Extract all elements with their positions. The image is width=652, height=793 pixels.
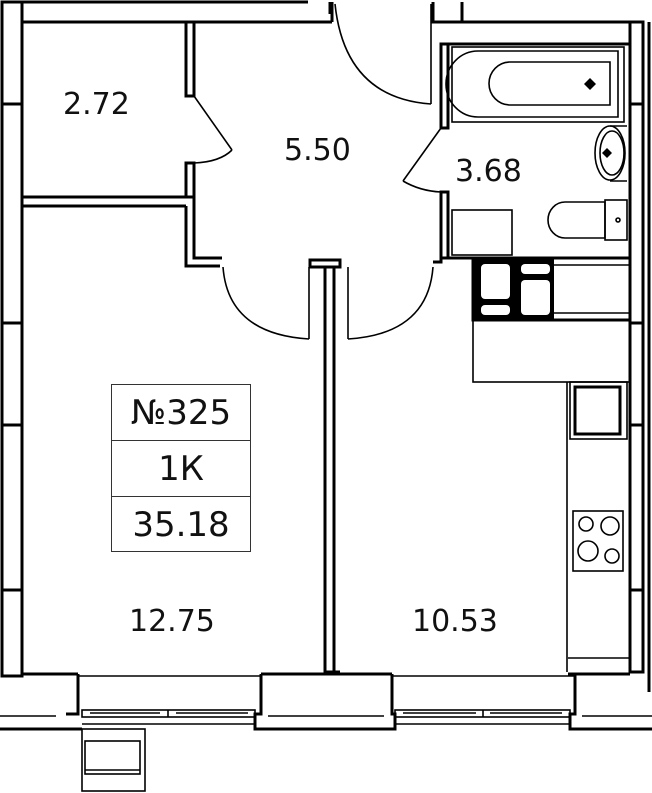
- apartment-number: №325: [112, 385, 250, 441]
- fridge: [569, 381, 628, 440]
- room-area-storage: 2.72: [63, 87, 130, 122]
- room-area-bedroom: 12.75: [129, 604, 215, 639]
- toilet: [547, 199, 628, 241]
- room-area-kitchen: 10.53: [412, 604, 498, 639]
- outer-wall-left: [0, 0, 24, 678]
- storage-walls: [22, 20, 233, 268]
- apartment-type: 1К: [112, 441, 250, 497]
- kitchen-sink: [474, 259, 630, 319]
- apartment-info-box: №325 1К 35.18: [111, 384, 251, 552]
- apartment-total-area: 35.18: [132, 505, 230, 545]
- window-kitchen: [394, 709, 571, 725]
- outer-wall-top: [2, 0, 332, 24]
- outer-wall-right: [628, 20, 651, 692]
- stove: [572, 510, 624, 572]
- sink: [594, 125, 627, 182]
- room-area-hallway: 5.50: [284, 133, 351, 168]
- hallway-lower-walls: [222, 258, 443, 675]
- window-bedroom: [81, 709, 256, 725]
- bathtub: [445, 46, 625, 123]
- room-area-bathroom: 3.68: [455, 154, 522, 189]
- outer-wall-bottom: [0, 672, 652, 731]
- washing-machine: [451, 209, 513, 256]
- balcony-step: [81, 728, 146, 792]
